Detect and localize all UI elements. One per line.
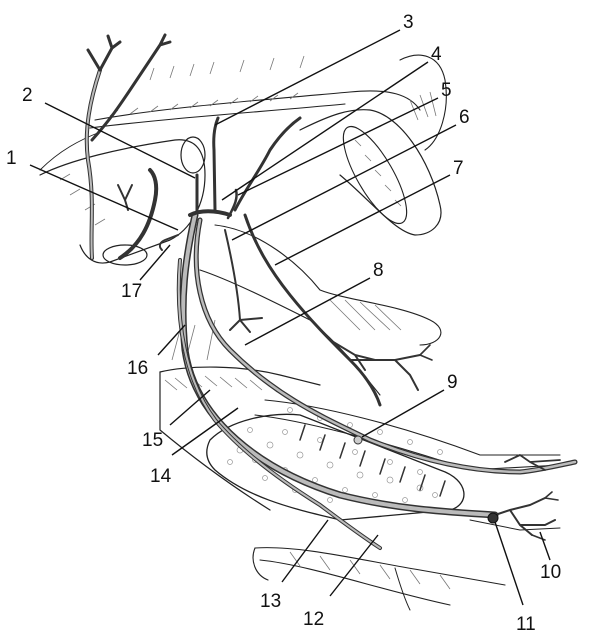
label-6: 6 bbox=[459, 107, 470, 128]
label-4: 4 bbox=[431, 44, 442, 65]
leader-17 bbox=[139, 244, 171, 281]
label-7: 7 bbox=[453, 158, 464, 179]
leader-5 bbox=[237, 97, 439, 196]
label-12: 12 bbox=[303, 609, 324, 630]
vessels bbox=[84, 33, 578, 550]
labels: 1 2 3 4 5 6 7 8 9 10 11 12 13 14 15 16 1… bbox=[6, 12, 561, 635]
leader-12 bbox=[329, 534, 379, 597]
label-9: 9 bbox=[447, 372, 458, 393]
leader-9 bbox=[361, 389, 445, 438]
leader-1 bbox=[29, 164, 179, 231]
label-3: 3 bbox=[403, 12, 414, 33]
leader-lines bbox=[29, 29, 551, 606]
leader-10 bbox=[539, 531, 551, 561]
label-10: 10 bbox=[540, 562, 561, 583]
leader-13 bbox=[281, 519, 329, 583]
label-8: 8 bbox=[373, 260, 384, 281]
leader-4 bbox=[221, 61, 429, 201]
label-1: 1 bbox=[6, 148, 17, 169]
leader-8 bbox=[244, 277, 371, 346]
label-14: 14 bbox=[150, 466, 172, 487]
bone-stipple bbox=[227, 427, 438, 503]
leader-2 bbox=[44, 102, 196, 179]
label-2: 2 bbox=[22, 85, 33, 106]
leader-11 bbox=[494, 521, 524, 606]
label-16: 16 bbox=[127, 358, 148, 379]
background-structures bbox=[39, 54, 561, 611]
leader-3 bbox=[214, 29, 401, 126]
leader-7 bbox=[274, 174, 451, 266]
leader-15 bbox=[169, 389, 211, 426]
label-15: 15 bbox=[142, 430, 163, 451]
label-17: 17 bbox=[121, 281, 142, 302]
label-13: 13 bbox=[260, 591, 281, 612]
leader-16 bbox=[157, 324, 186, 356]
label-11: 11 bbox=[516, 614, 536, 635]
leader-6 bbox=[231, 124, 457, 241]
label-5: 5 bbox=[441, 80, 452, 101]
leader-14 bbox=[171, 407, 239, 456]
